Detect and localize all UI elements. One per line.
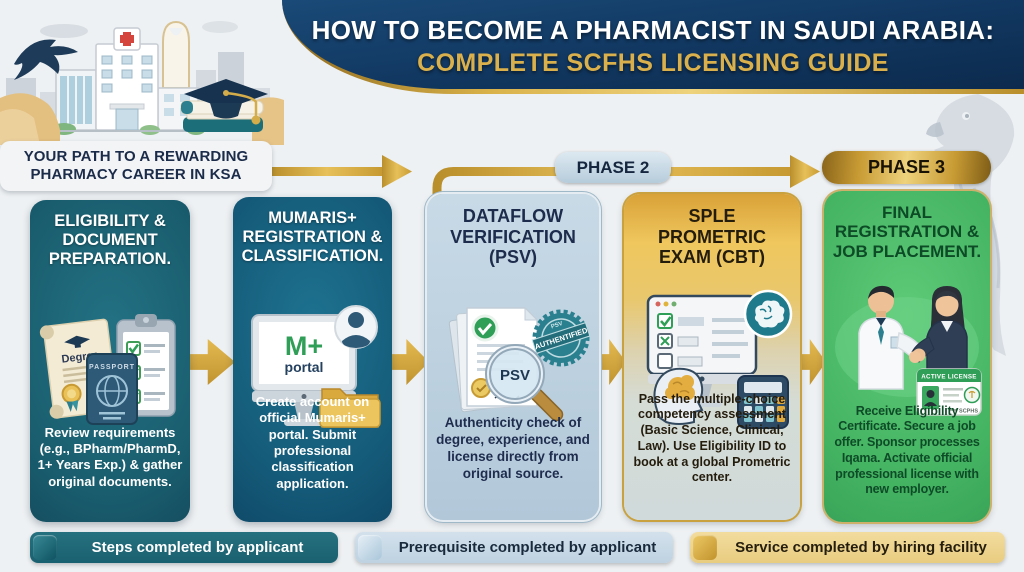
arrow-intro-to-phase2	[272, 155, 412, 188]
step-description: Authenticity check of degree, experience…	[436, 415, 590, 481]
step-title: ELIGIBILITY & DOCUMENT PREPARATION.	[48, 212, 172, 268]
eagle-icon	[14, 39, 78, 80]
legend-hiring-facility: Service completed by hiring facility	[690, 532, 1005, 563]
authentified-stamp-icon: PSV AUTHENTIFIED	[531, 309, 591, 367]
step-description: Receive Eligibility Certificate. Secure …	[834, 403, 980, 497]
user-avatar-icon	[333, 305, 378, 349]
license-badge-header: ACTIVE LICENSE	[921, 374, 976, 381]
folder-icon	[318, 388, 381, 428]
mumaris-logo: M+	[284, 331, 322, 361]
page-subtitle: COMPLETE SCFHS LICENSING GUIDE	[417, 49, 889, 77]
phase-3-label: PHASE 3	[822, 151, 991, 184]
intro-caption-line1: YOUR PATH TO A REWARDING	[23, 147, 249, 165]
license-badge-org: SCPHS	[959, 409, 978, 415]
passport-label: PASSPORT	[89, 364, 135, 371]
intro-caption-line2: PHARMACY CAREER IN KSA	[30, 166, 242, 183]
legend-applicant-steps: Steps completed by applicant	[30, 532, 338, 563]
legend-teal-swatch-icon	[33, 535, 57, 560]
step-title: SPLE PROMETRIC EXAM (CBT)	[658, 206, 766, 268]
step-description: Pass the multiple-choice competency asse…	[633, 391, 791, 485]
intro-illustration	[0, 20, 284, 145]
desert-dunes-icon	[0, 93, 284, 145]
mumaris-logo-sub: portal	[284, 359, 323, 375]
magnifier-label: PSV	[500, 367, 530, 384]
monitor-icon: M+ portal	[250, 314, 357, 426]
step-card-sple-exam: SPLE PROMETRIC EXAM (CBT)	[624, 194, 800, 520]
step-card-final-registration: FINAL REGISTRATION & JOB PLACEMENT.	[824, 191, 990, 522]
passport-icon: PASSPORT	[86, 353, 138, 425]
exam-illustration	[646, 289, 793, 429]
mumaris-illustration: M+ portal	[250, 305, 381, 428]
phase-flow-arrows	[272, 155, 820, 202]
license-badge-icon: ACTIVE LICENSE SCPHS	[916, 368, 982, 416]
page-title: HOW TO BECOME A PHARMACIST IN SAUDI ARAB…	[311, 15, 995, 45]
arrow-step3-to-step4	[597, 339, 626, 385]
step-card-eligibility: ELIGIBILITY & DOCUMENT PREPARATION.	[30, 200, 190, 522]
candidate-head-icon	[653, 367, 704, 425]
legend-label: Service completed by hiring facility	[735, 539, 987, 556]
header-banner: HOW TO BECOME A PHARMACIST IN SAUDI ARAB…	[282, 0, 1024, 94]
step-card-dataflow: DATAFLOW VERIFICATION (PSV)	[427, 194, 599, 520]
handshake-icon	[909, 348, 926, 363]
phase-2-label: PHASE 2	[555, 152, 671, 183]
placement-illustration: ACTIVE LICENSE SCPHS	[835, 285, 982, 416]
step-title: MUMARIS+ REGISTRATION & CLASSIFICATION.	[241, 209, 384, 265]
graduation-books-icon	[180, 79, 268, 132]
arrow-step1-to-step2	[188, 339, 235, 385]
step-description: Create account on official Mumaris+ port…	[255, 393, 370, 491]
step-description: Review requirements (e.g., BPharm/PharmD…	[37, 424, 183, 489]
calculator-icon	[737, 375, 789, 429]
legend-lightblue-swatch-icon	[358, 535, 382, 560]
intro-caption: YOUR PATH TO A REWARDING PHARMACY CAREER…	[0, 141, 272, 191]
dataflow-illustration: PSV AUTHENTIFIED PSV	[448, 306, 591, 422]
red-cross-icon	[120, 32, 134, 46]
arrow-phase2-to-phase3	[432, 155, 820, 202]
clouds-icon	[40, 21, 238, 38]
step-title: FINAL REGISTRATION & JOB PLACEMENT.	[832, 203, 982, 261]
magnifier-icon: PSV	[485, 344, 564, 422]
stamp-top-label: PSV	[550, 321, 563, 330]
eligibility-illustration: Degree PASSPORT	[39, 314, 176, 425]
legend-prerequisite: Prerequisite completed by applicant	[355, 532, 673, 563]
step-card-mumaris: MUMARIS+ REGISTRATION & CLASSIFICATION. …	[233, 197, 392, 522]
arrow-step4-to-step5	[798, 339, 826, 385]
header-banner-inner: HOW TO BECOME A PHARMACIST IN SAUDI ARAB…	[282, 0, 1024, 89]
legend-label: Steps completed by applicant	[91, 539, 304, 556]
pharmacist-icon	[858, 285, 923, 390]
arrow-step2-to-step3	[390, 339, 429, 385]
legend-label: Prerequisite completed by applicant	[398, 539, 657, 556]
kingdom-tower-icon	[162, 20, 190, 89]
brain-badge-icon	[743, 289, 793, 339]
legend-gold-swatch-icon	[693, 535, 717, 560]
step-title: DATAFLOW VERIFICATION (PSV)	[450, 206, 576, 268]
